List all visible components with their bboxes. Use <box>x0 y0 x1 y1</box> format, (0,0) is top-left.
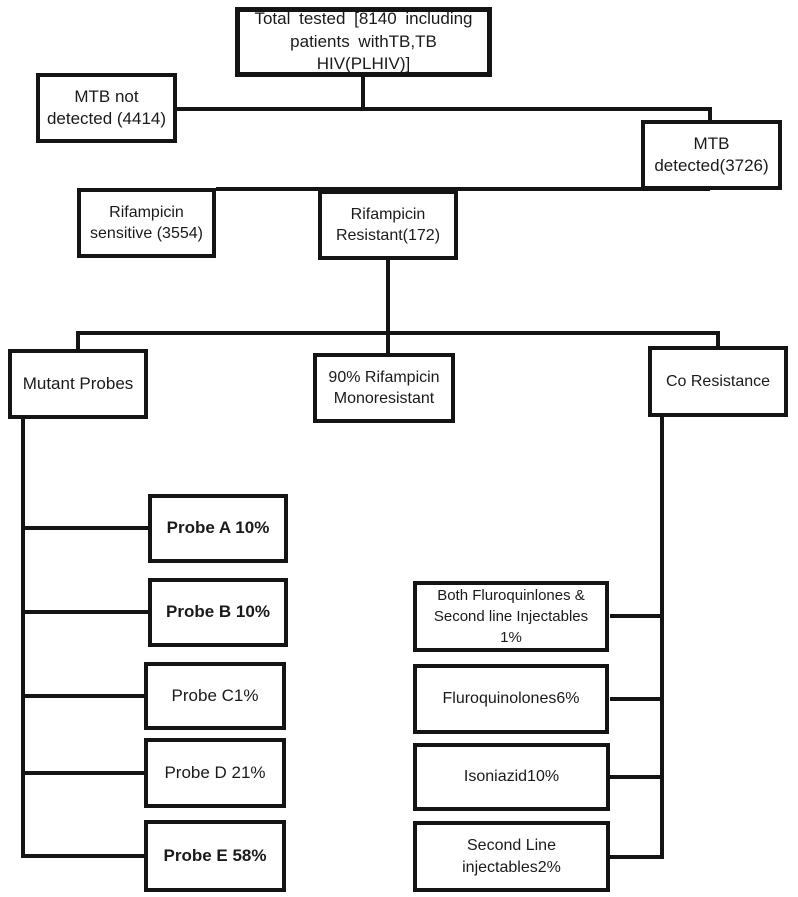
node-rifampicin-sensitive: Rifampicin sensitive (3554) <box>77 188 216 258</box>
node-probe-b: Probe B 10% <box>148 578 288 647</box>
node-co-resistance: Co Resistance <box>648 346 788 417</box>
node-isoniazid: Isoniazid10% <box>413 743 610 811</box>
node-second-line-injectables: Second Line injectables2% <box>413 821 610 892</box>
node-probe-e: Probe E 58% <box>144 820 286 892</box>
node-mutant-probes: Mutant Probes <box>8 349 148 419</box>
node-rifampicin-monoresistant: 90% Rifampicin Monoresistant <box>313 353 455 423</box>
node-mtb-detected: MTB detected(3726) <box>641 120 782 190</box>
node-probe-c: Probe C1% <box>144 662 286 730</box>
node-both-fluroquinlones-second-line: Both Fluroquinlones & Second line Inject… <box>413 581 609 652</box>
node-mtb-not-detected: MTB not detected (4414) <box>36 73 177 143</box>
node-total-tested: Total tested [8140 including patients wi… <box>235 7 492 77</box>
node-probe-a: Probe A 10% <box>148 494 288 563</box>
node-rifampicin-resistant: Rifampicin Resistant(172) <box>318 190 458 260</box>
node-probe-d: Probe D 21% <box>144 738 286 808</box>
node-fluroquinolones: Fluroquinolones6% <box>413 664 609 734</box>
